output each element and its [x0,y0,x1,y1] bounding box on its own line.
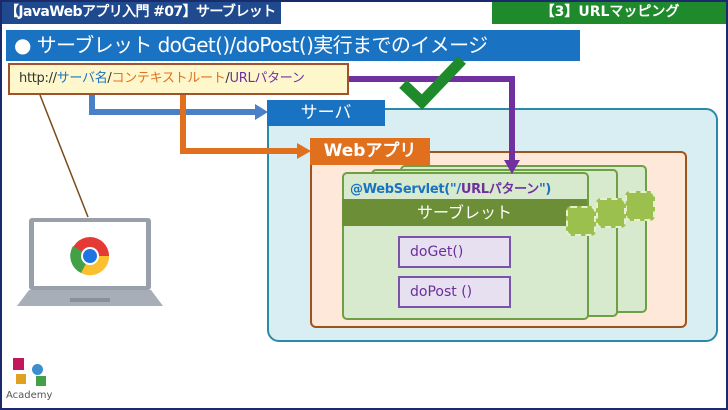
servlet-label: サーブレット [342,199,587,226]
document-icon [625,191,655,221]
chrome-icon [70,237,110,276]
server-arrowhead [255,104,268,120]
doget-method: doGet() [398,236,511,268]
document-icon [566,206,596,236]
dopost-method: doPost () [398,276,511,308]
bocp-logo: Academy [6,356,52,406]
context-arrow [180,95,297,154]
slide-title: ● サーブレット doGet()/doPost()実行までのイメージ [6,30,580,61]
section-header: 【3】URLマッピング [492,0,728,24]
context-arrowhead [297,143,311,159]
laptop-icon [17,218,163,306]
server-label: サーバ [267,100,385,126]
check-icon [399,56,466,110]
pattern-arrowhead [504,160,520,174]
url-box: http://サーバ名/コンテキストルート/URLパターン [8,63,349,95]
webservlet-annotation: @WebServlet("/URLパターン") [350,182,552,197]
connector-line [39,94,89,218]
server-arrow [89,95,255,115]
document-icon [596,198,626,228]
lecture-header: 【JavaWebアプリ入門 #07】サーブレット [0,0,281,24]
pattern-arrow [349,76,515,162]
webapp-label: Webアプリ [310,138,430,165]
